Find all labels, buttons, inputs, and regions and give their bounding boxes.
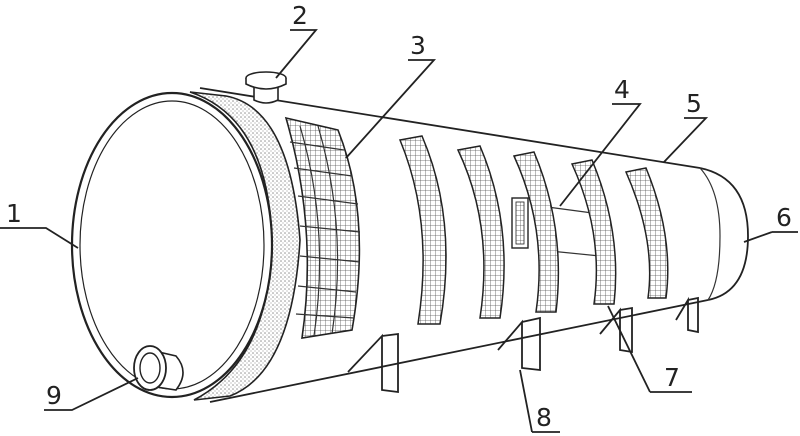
support-legs xyxy=(347,296,699,394)
slot-panel xyxy=(570,159,617,305)
insulation-ring xyxy=(189,91,301,401)
right-end-cap xyxy=(699,167,749,301)
support-leg xyxy=(675,296,699,334)
outlet-nozzle xyxy=(133,345,184,391)
label-2: 2 xyxy=(292,1,308,30)
cage-structure xyxy=(284,116,361,339)
slot-panel xyxy=(624,167,669,299)
slot-panel xyxy=(456,145,505,319)
support-leg xyxy=(599,306,633,354)
label-3: 3 xyxy=(410,31,426,60)
callout-labels: 1 2 3 4 5 6 7 8 9 xyxy=(6,1,792,432)
label-5: 5 xyxy=(686,89,702,118)
label-1: 1 xyxy=(6,199,22,228)
tank-body xyxy=(199,87,749,403)
label-7: 7 xyxy=(664,363,680,392)
slot-panel xyxy=(398,135,447,325)
label-4: 4 xyxy=(614,75,630,104)
slot-panels xyxy=(398,135,669,325)
label-6: 6 xyxy=(776,203,792,232)
leader-lines xyxy=(0,29,798,433)
support-leg xyxy=(497,316,541,372)
top-nozzle xyxy=(245,71,287,104)
left-end-face xyxy=(70,91,274,399)
support-leg xyxy=(347,332,399,394)
label-8: 8 xyxy=(536,403,552,432)
label-9: 9 xyxy=(46,381,62,410)
slot-panel xyxy=(512,151,560,313)
